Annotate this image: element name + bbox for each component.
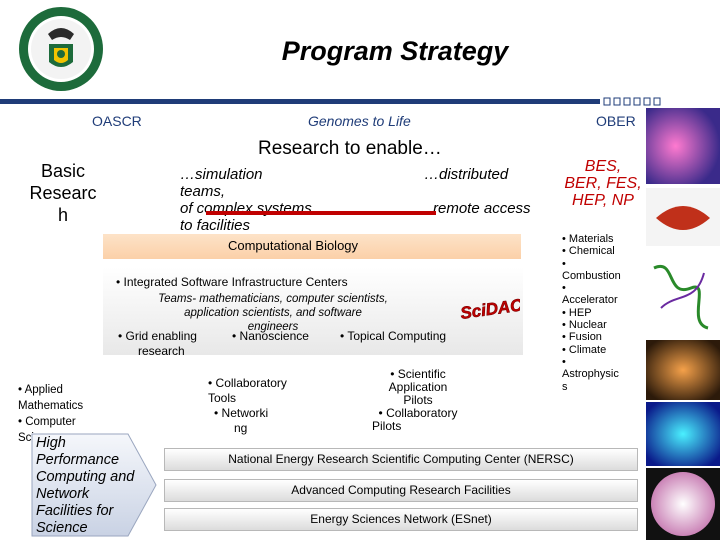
computational-biology-label: Computational Biology: [227, 238, 359, 253]
genomes-to-life-label: Genomes to Life: [308, 113, 411, 129]
hpc-label: High Performance Computing and Network F…: [36, 435, 135, 536]
computational-biology-box: [103, 234, 521, 259]
isic-label: • Integrated Software Infrastructure Cen…: [116, 275, 348, 289]
ober-label: OBER: [596, 113, 636, 129]
teams-description: Teams- mathematicians, computer scientis…: [158, 293, 388, 333]
distributed-text: …distributed: [424, 166, 509, 183]
cell-image: [651, 472, 715, 536]
basic-research-label: Basic Researc h: [29, 161, 97, 225]
scidac-logo: SciDAC: [459, 295, 520, 321]
oascr-label: OASCR: [92, 113, 142, 129]
science-areas-list: • Materials • Chemical • Combustion • Ac…: [562, 233, 621, 393]
plasma-image: [646, 108, 720, 184]
collaboratory-tools-list: • Collaboratory Tools • Networki ng: [208, 376, 287, 435]
esnet-bar: Energy Sciences Network (ESnet): [164, 508, 638, 531]
science-images-column: [646, 108, 720, 540]
bes-programs-label: BES, BER, FES, HEP, NP: [564, 158, 642, 209]
doe-seal-logo: [19, 7, 103, 91]
slide-title: Program Strategy: [281, 36, 509, 66]
scidac-logo-text: SciDAC: [459, 295, 520, 321]
red-connector-line: [206, 211, 436, 215]
simulation-text: …simulation teams, of complex systems to…: [180, 166, 312, 234]
galaxy-image: [646, 340, 720, 400]
grid-enabling-label: • Grid enabling research: [118, 329, 197, 358]
nersc-bar: National Energy Research Scientific Comp…: [164, 448, 638, 471]
hpc-arrow-shape: [31, 433, 157, 537]
header-rule: [0, 97, 661, 106]
molecule-image: [646, 248, 720, 338]
scientific-application-pilots: • Scientific Application Pilots • Collab…: [372, 367, 458, 433]
remote-access-text: remote access: [433, 200, 531, 217]
research-to-enable-heading: Research to enable…: [258, 138, 442, 159]
isic-box: [103, 267, 523, 355]
acrf-bar: Advanced Computing Research Facilities: [164, 479, 638, 502]
fluid-simulation-image: [646, 402, 720, 466]
topical-computing-label: • Topical Computing: [340, 329, 447, 343]
nanoscience-label: • Nanoscience: [232, 329, 309, 343]
